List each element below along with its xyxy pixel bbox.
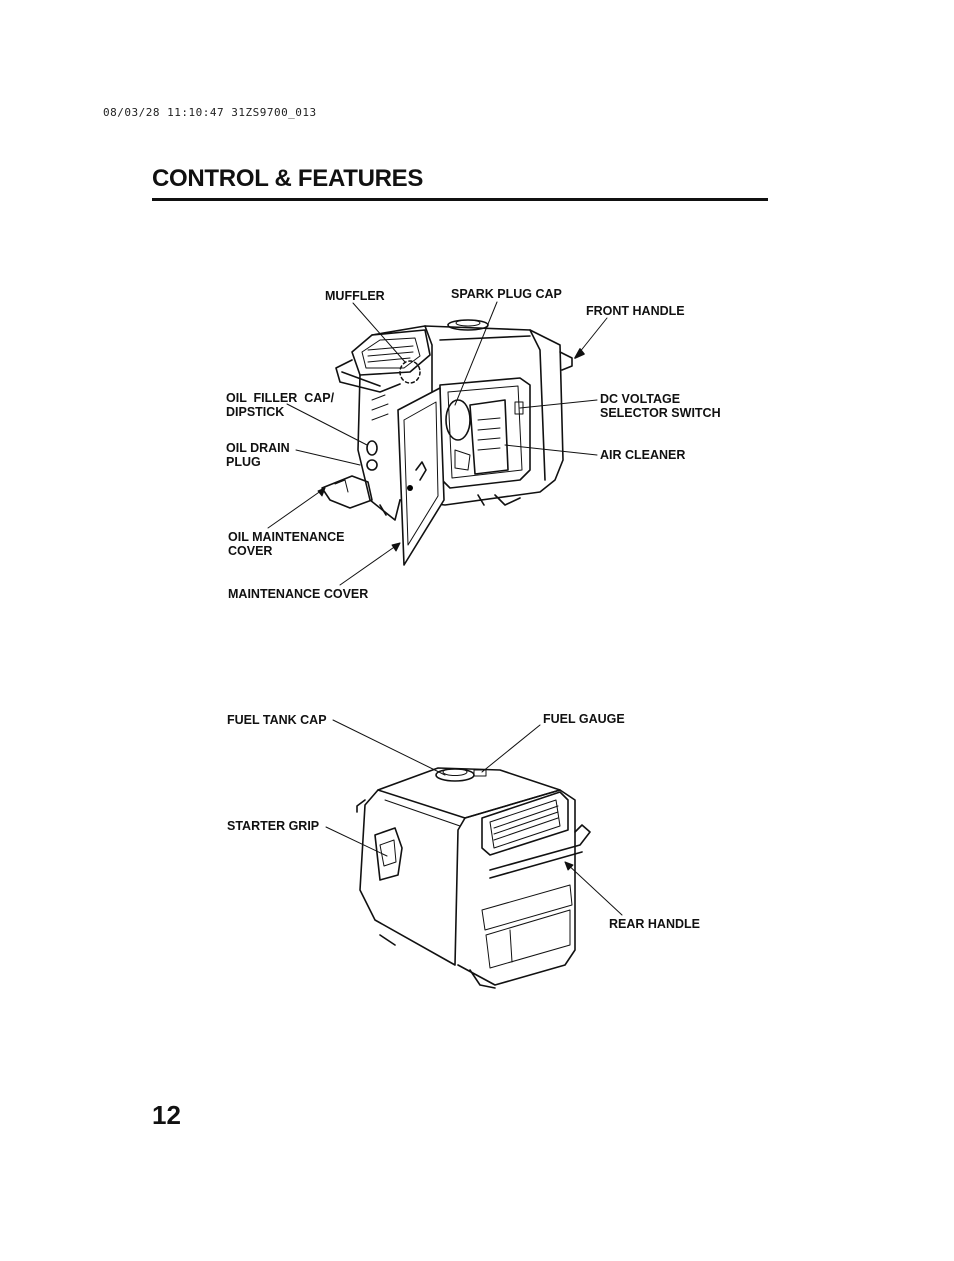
label-spark-plug-cap: SPARK PLUG CAP: [451, 287, 562, 301]
label-muffler: MUFFLER: [325, 289, 385, 303]
generator-rear-view: [356, 767, 591, 989]
label-starter-grip: STARTER GRIP: [227, 819, 320, 833]
label-dc-voltage-selector: DC VOLTAGE SELECTOR SWITCH: [600, 392, 721, 420]
title-rule: [152, 198, 768, 201]
label-oil-filler-cap: OIL FILLER CAP/ DIPSTICK: [226, 391, 335, 419]
figure2-leaders: [325, 719, 623, 916]
print-stamp: 08/03/28 11:10:47 31ZS9700_013: [103, 106, 317, 119]
label-fuel-tank-cap: FUEL TANK CAP: [227, 713, 327, 727]
label-maintenance-cover: MAINTENANCE COVER: [228, 587, 369, 601]
label-rear-handle: REAR HANDLE: [609, 917, 700, 931]
generator-open-view: [321, 319, 573, 566]
label-fuel-gauge: FUEL GAUGE: [543, 712, 625, 726]
page-number: 12: [152, 1100, 181, 1130]
label-oil-maintenance-cover: OIL MAINTENANCE COVER: [228, 530, 345, 558]
label-oil-drain-plug: OIL DRAIN PLUG: [226, 441, 290, 469]
figure1-leaders: [267, 301, 608, 586]
label-front-handle: FRONT HANDLE: [586, 304, 685, 318]
page-title: CONTROL & FEATURES: [152, 165, 424, 192]
label-air-cleaner: AIR CLEANER: [600, 448, 686, 462]
